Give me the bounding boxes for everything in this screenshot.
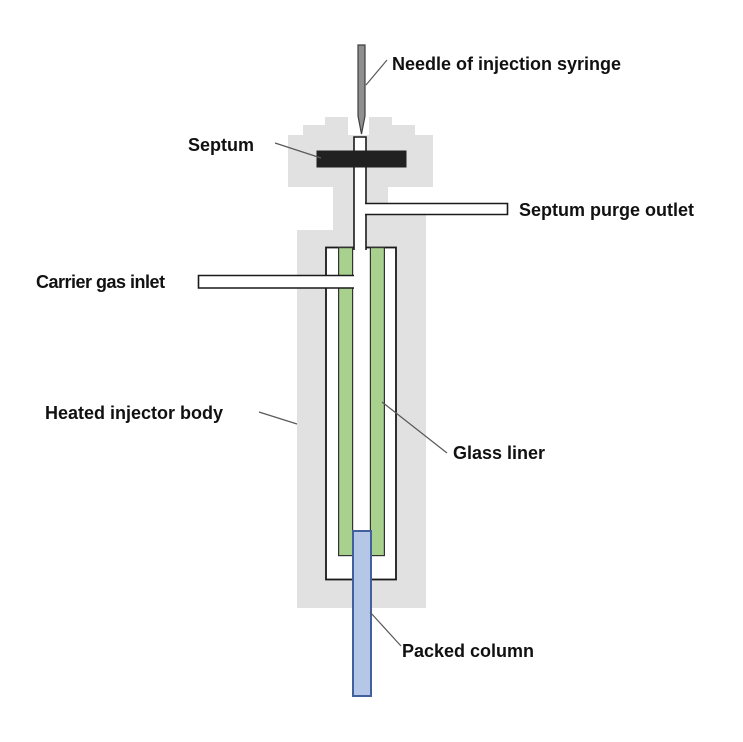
syringe-needle <box>357 44 366 135</box>
inner-chamber <box>325 246 397 581</box>
needle-pointer-line <box>365 59 388 86</box>
liner-pointer-line <box>381 401 448 454</box>
glass-liner <box>338 247 385 557</box>
glass-liner-wall-right <box>369 247 385 557</box>
septum-pointer-line <box>274 142 322 159</box>
label-carrier-gas: Carrier gas inlet <box>36 272 165 292</box>
column-pointer-line <box>369 611 402 647</box>
carrier-gas-inlet-tube <box>197 274 354 289</box>
body-step-right <box>369 125 415 137</box>
label-needle: Needle of injection syringe <box>392 54 622 74</box>
packed-column-tube <box>352 530 372 697</box>
body-pointer-line <box>258 411 298 425</box>
label-septum-purge: Septum purge outlet <box>519 200 694 220</box>
septum-seal <box>316 150 407 168</box>
septum-purge-outlet-tube <box>365 202 509 216</box>
label-septum: Septum <box>188 135 255 155</box>
pointer-lines <box>258 59 448 647</box>
body-step-left <box>303 125 348 137</box>
label-glass-liner: Glass liner <box>453 443 546 463</box>
label-packed-column: Packed column <box>402 641 535 661</box>
glass-liner-wall-left <box>338 247 354 557</box>
body-right-shoulder <box>385 215 426 233</box>
label-injector-body: Heated injector body <box>45 403 224 423</box>
